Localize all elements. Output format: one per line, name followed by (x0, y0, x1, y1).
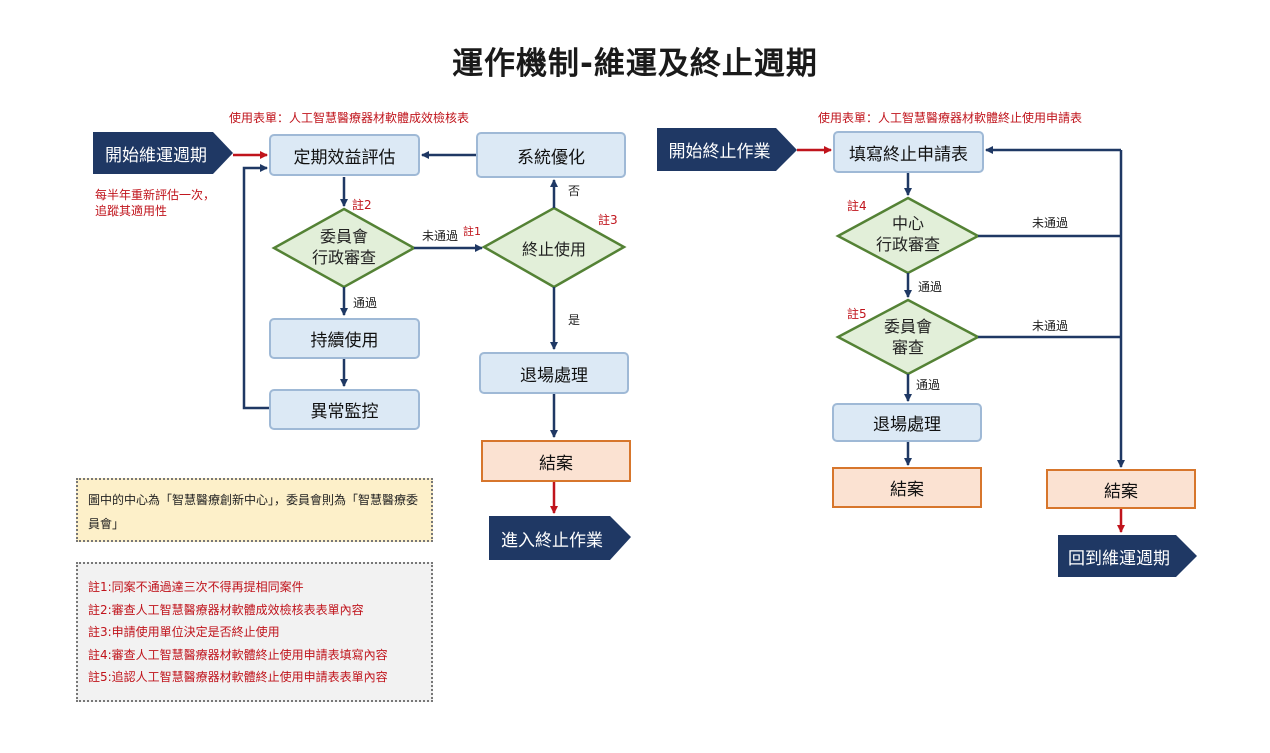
close-case-box-right-right: 結案 (1046, 469, 1196, 509)
page-title: 運作機制-維運及終止週期 (452, 46, 818, 82)
note-2-marker: 註2 (352, 198, 372, 212)
arrow-monitor-to-eval (242, 164, 269, 410)
back-to-maintenance-shape (1058, 535, 1197, 577)
periodic-evaluation-box: 定期效益評估 (269, 134, 420, 176)
committee-line-1: 委員會 (883, 317, 932, 336)
note-1-marker: 註1 (463, 225, 481, 238)
admin-line-2: 行政審查 (875, 235, 940, 254)
start-termination-shape (657, 128, 797, 171)
committee-review-label: 委員會 審查 (858, 316, 958, 358)
review-line-1: 委員會 (319, 227, 368, 246)
start-maintenance-label: 開始維運週期 (105, 145, 207, 166)
close-case-box-left: 結案 (481, 440, 631, 482)
left-form-note: 使用表單：人工智慧醫療器材軟體成效檢核表 (229, 111, 470, 125)
terminate-diamond-label: 終止使用 (521, 240, 586, 259)
start-note-line-2: 追蹤其適用性 (95, 204, 168, 218)
enter-termination-label: 進入終止作業 (501, 530, 603, 551)
footnote-4: 註4:審查人工智慧醫療器材軟體終止使用申請表填寫內容 (88, 647, 388, 662)
review-line-2: 行政審查 (311, 248, 376, 267)
footnote-2: 註2:審查人工智慧醫療器材軟體成效檢核表表單內容 (88, 602, 364, 617)
admin-line-1: 中心 (891, 214, 924, 233)
fill-application-box: 填寫終止申請表 (833, 131, 984, 173)
start-note-line-1: 每半年重新評估一次， (95, 188, 216, 202)
admin-review-label: 中心 行政審查 (858, 213, 958, 255)
system-optimize-box: 系統優化 (476, 132, 626, 178)
exit-handling-box-left: 退場處理 (479, 352, 629, 394)
footnote-5: 註5:追認人工智慧醫療器材軟體終止使用申請表表單內容 (88, 670, 388, 684)
note-4-marker: 註4 (847, 199, 867, 213)
footnote-1: 註1:同案不通過達三次不得再提相同案件 (88, 580, 304, 594)
start-note: 每半年重新評估一次， 追蹤其適用性 (95, 187, 215, 219)
fail-label-left: 未通過 (422, 229, 459, 243)
footnote-3: 註3:申請使用單位決定是否終止使用 (88, 625, 280, 639)
continue-use-box: 持續使用 (269, 318, 420, 359)
fail-label-right-2: 未通過 (1032, 319, 1069, 333)
right-form-note: 使用表單：人工智慧醫療器材軟體終止使用申請表 (818, 111, 1083, 125)
enter-termination-shape (489, 516, 631, 560)
note-5-marker: 註5 (847, 307, 867, 321)
footnotes-box: 註1:同案不通過達三次不得再提相同案件 註2:審查人工智慧醫療器材軟體成效檢核表… (76, 562, 433, 702)
center-definition-note: 圖中的中心為「智慧醫療創新中心」，委員會則為「智慧醫療委員會」 (76, 478, 433, 542)
fail-label-right-1: 未通過 (1032, 216, 1069, 230)
close-case-box-right-left: 結案 (832, 467, 982, 508)
exit-handling-box-right: 退場處理 (832, 403, 982, 442)
note-3-marker: 註3 (598, 213, 618, 227)
anomaly-monitor-box: 異常監控 (269, 389, 420, 430)
back-to-maintenance-label: 回到維運週期 (1068, 548, 1170, 569)
pass-label-right-1: 通過 (918, 280, 943, 294)
committee-line-2: 審查 (891, 338, 924, 357)
review-diamond-label: 委員會 行政審查 (294, 226, 394, 268)
no-label: 否 (568, 184, 581, 198)
start-maintenance-shape (93, 132, 233, 174)
pass-label-left: 通過 (353, 296, 378, 310)
start-termination-label: 開始終止作業 (668, 142, 771, 162)
pass-label-right-2: 通過 (916, 378, 941, 392)
yes-label: 是 (568, 313, 581, 327)
